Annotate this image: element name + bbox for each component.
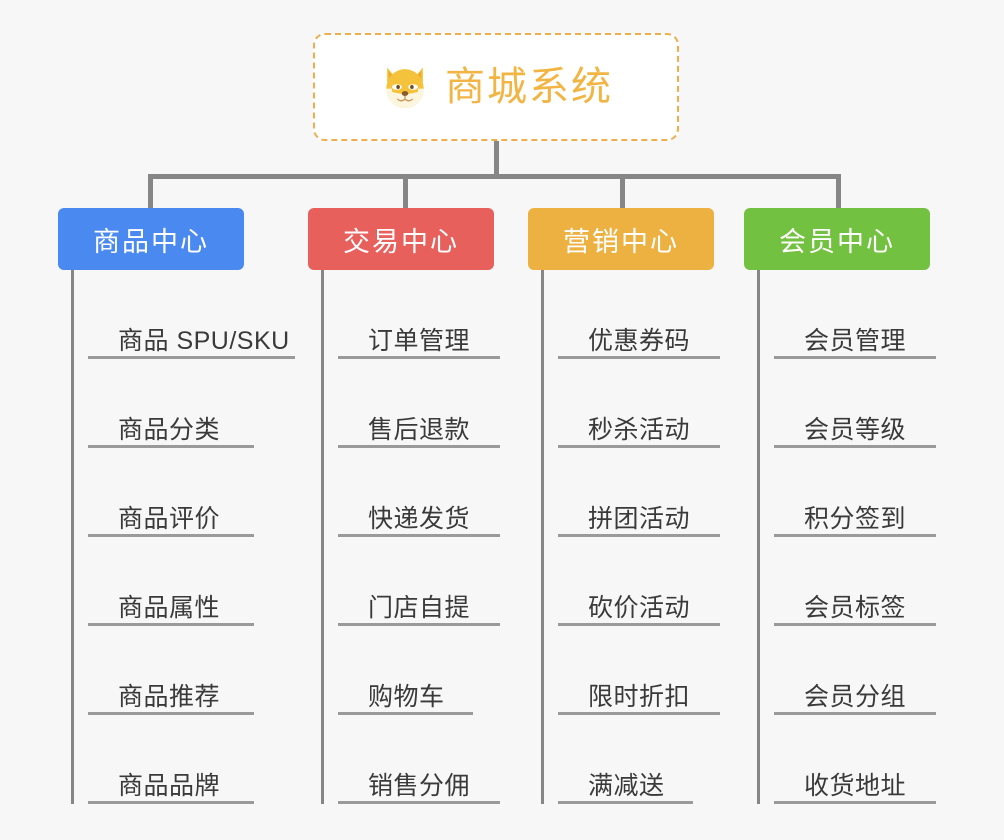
leaf-list-1: 商品 SPU/SKU 商品分类 商品评价 商品属性 商品推荐 商品品牌 [71,270,295,804]
leaf-item[interactable]: 购物车 [338,626,496,715]
leaf-item[interactable]: 满减送 [558,715,716,804]
leaf-item[interactable]: 优惠券码 [558,270,720,359]
leaf-label: 限时折扣 [588,682,691,711]
leaf-list-2: 订单管理 售后退款 快递发货 门店自提 购物车 销售分佣 [321,270,500,804]
connector-drop-3 [620,174,625,208]
leaf-label: 商品推荐 [118,682,221,711]
branch-column-3: 营销中心 优惠券码 秒杀活动 拼团活动 砍价活动 限时折扣 满减送 [528,208,720,804]
branch-column-2: 交易中心 订单管理 售后退款 快递发货 门店自提 购物车 销售分佣 [308,208,500,804]
leaf-item[interactable]: 收货地址 [774,715,936,804]
leaf-label: 门店自提 [368,593,471,622]
connector-drop-2 [403,174,408,208]
leaf-item[interactable]: 会员等级 [774,359,936,448]
leaf-label: 售后退款 [368,415,471,444]
category-header-2[interactable]: 交易中心 [308,208,494,270]
leaf-label: 收货地址 [804,771,907,800]
leaf-label: 积分签到 [804,504,907,533]
leaf-item[interactable]: 商品分类 [88,359,288,448]
leaf-item[interactable]: 售后退款 [338,359,500,448]
leaf-item[interactable]: 商品属性 [88,537,288,626]
leaf-label: 商品品牌 [118,771,221,800]
category-label-2: 交易中心 [343,226,459,257]
leaf-item[interactable]: 快递发货 [338,448,500,537]
leaf-label: 销售分佣 [368,771,471,800]
leaf-item[interactable]: 商品品牌 [88,715,288,804]
leaf-item[interactable]: 订单管理 [338,270,500,359]
category-label-4: 会员中心 [779,226,895,257]
leaf-label: 订单管理 [368,326,471,355]
leaf-list-3: 优惠券码 秒杀活动 拼团活动 砍价活动 限时折扣 满减送 [541,270,720,804]
shiba-dog-icon [379,61,431,113]
leaf-label: 满减送 [588,771,665,800]
leaf-item[interactable]: 会员管理 [774,270,936,359]
category-label-3: 营销中心 [563,226,679,257]
leaf-item[interactable]: 限时折扣 [558,626,720,715]
leaf-item[interactable]: 拼团活动 [558,448,720,537]
leaf-item[interactable]: 砍价活动 [558,537,720,626]
branch-column-1: 商品中心 商品 SPU/SKU 商品分类 商品评价 商品属性 商品推荐 商品品牌 [58,208,295,804]
leaf-item[interactable]: 商品评价 [88,448,288,537]
category-header-3[interactable]: 营销中心 [528,208,714,270]
leaf-label: 快递发货 [368,504,471,533]
leaf-label: 商品评价 [118,504,221,533]
root-title: 商城系统 [445,65,613,109]
category-label-1: 商品中心 [93,226,209,257]
connector-drop-4 [836,174,841,208]
leaf-item[interactable]: 会员分组 [774,626,936,715]
category-header-4[interactable]: 会员中心 [744,208,930,270]
leaf-label: 会员标签 [804,593,907,622]
branch-column-4: 会员中心 会员管理 会员等级 积分签到 会员标签 会员分组 收货地址 [744,208,936,804]
leaf-label: 会员等级 [804,415,907,444]
connector-drop-1 [148,174,153,208]
leaf-label: 会员管理 [804,326,907,355]
root-node[interactable]: 商城系统 [313,33,679,141]
leaf-item[interactable]: 门店自提 [338,537,500,626]
connector-root-stem [494,141,499,178]
leaf-label: 拼团活动 [588,504,691,533]
leaf-label: 会员分组 [804,682,907,711]
leaf-label: 商品属性 [118,593,221,622]
leaf-item[interactable]: 积分签到 [774,448,936,537]
leaf-label: 秒杀活动 [588,415,691,444]
leaf-item[interactable]: 销售分佣 [338,715,500,804]
leaf-item[interactable]: 商品推荐 [88,626,288,715]
connector-horizontal-bus [148,174,840,179]
leaf-item[interactable]: 秒杀活动 [558,359,720,448]
leaf-item[interactable]: 会员标签 [774,537,936,626]
category-header-1[interactable]: 商品中心 [58,208,244,270]
leaf-label: 商品 SPU/SKU [118,326,290,355]
leaf-label: 砍价活动 [588,593,691,622]
leaf-list-4: 会员管理 会员等级 积分签到 会员标签 会员分组 收货地址 [757,270,936,804]
leaf-item[interactable]: 商品 SPU/SKU [88,270,295,359]
leaf-label: 商品分类 [118,415,221,444]
leaf-label: 购物车 [368,682,445,711]
leaf-label: 优惠券码 [588,326,691,355]
